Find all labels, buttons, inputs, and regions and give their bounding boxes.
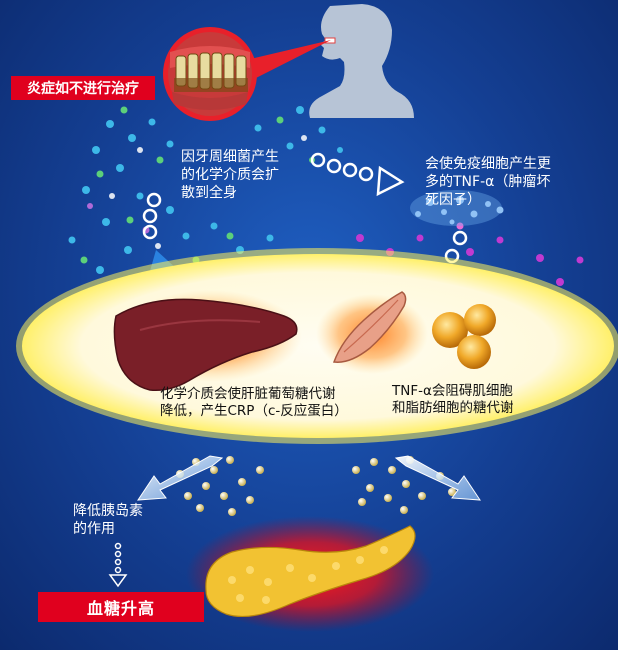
- human-silhouette-icon: [309, 4, 414, 118]
- fat-cell-icon: [432, 304, 496, 369]
- pancreas-icon: [205, 525, 416, 618]
- down-left-arrow-icon: [137, 455, 224, 501]
- tnf-more-label: 会使免疫细胞产生更 多的TNF-α（肿瘤坏 死因子）: [425, 155, 551, 209]
- flow-arrow-top-icon: [376, 165, 405, 197]
- warning-tag: 炎症如不进行治疗: [11, 76, 155, 100]
- insulin-label-line: 的作用: [73, 521, 115, 537]
- flow-dotted-path-left: [142, 192, 162, 240]
- teeth-photo-icon: [163, 27, 257, 121]
- callout-pointer: [246, 40, 331, 82]
- chemical-mediator-dots: [68, 106, 343, 286]
- muscle-label-line: TNF-α会阻碍肌细胞: [392, 383, 513, 399]
- muscle-label-line: 和脂肪细胞的糖代谢: [392, 400, 514, 416]
- spread-label-line: 散到全身: [181, 185, 237, 201]
- insulin-dots: [176, 456, 456, 516]
- insulin-arrow-icon: [108, 574, 128, 588]
- muscle-label: TNF-α会阻碍肌细胞 和脂肪细胞的糖代谢: [392, 383, 514, 417]
- insulin-dotted-path: [114, 542, 122, 574]
- tnf-more-label-line: 多的TNF-α（肿瘤坏: [425, 174, 551, 190]
- tnf-more-label-line: 会使免疫细胞产生更: [425, 156, 551, 172]
- down-right-arrow-icon: [394, 455, 481, 501]
- liver-label: 化学介质会使肝脏葡萄糖代谢 降低，产生CRP（c-反应蛋白）: [160, 386, 348, 420]
- spread-label: 因牙周细菌产生 的化学介质会扩 散到全身: [181, 148, 279, 202]
- spread-label-line: 的化学介质会扩: [181, 167, 279, 183]
- liver-label-line: 降低，产生CRP（c-反应蛋白）: [160, 403, 348, 419]
- insulin-label: 降低胰岛素 的作用: [73, 502, 143, 538]
- insulin-label-line: 降低胰岛素: [73, 503, 143, 519]
- immune-cell-icon: [410, 190, 504, 226]
- flow-dotted-path-top: [310, 152, 374, 182]
- spread-label-line: 因牙周细菌产生: [181, 149, 279, 165]
- tnf-more-label-line: 死因子）: [425, 192, 481, 208]
- blood-sugar-tag: 血糖升高: [38, 592, 204, 622]
- liver-label-line: 化学介质会使肝脏葡萄糖代谢: [160, 386, 336, 402]
